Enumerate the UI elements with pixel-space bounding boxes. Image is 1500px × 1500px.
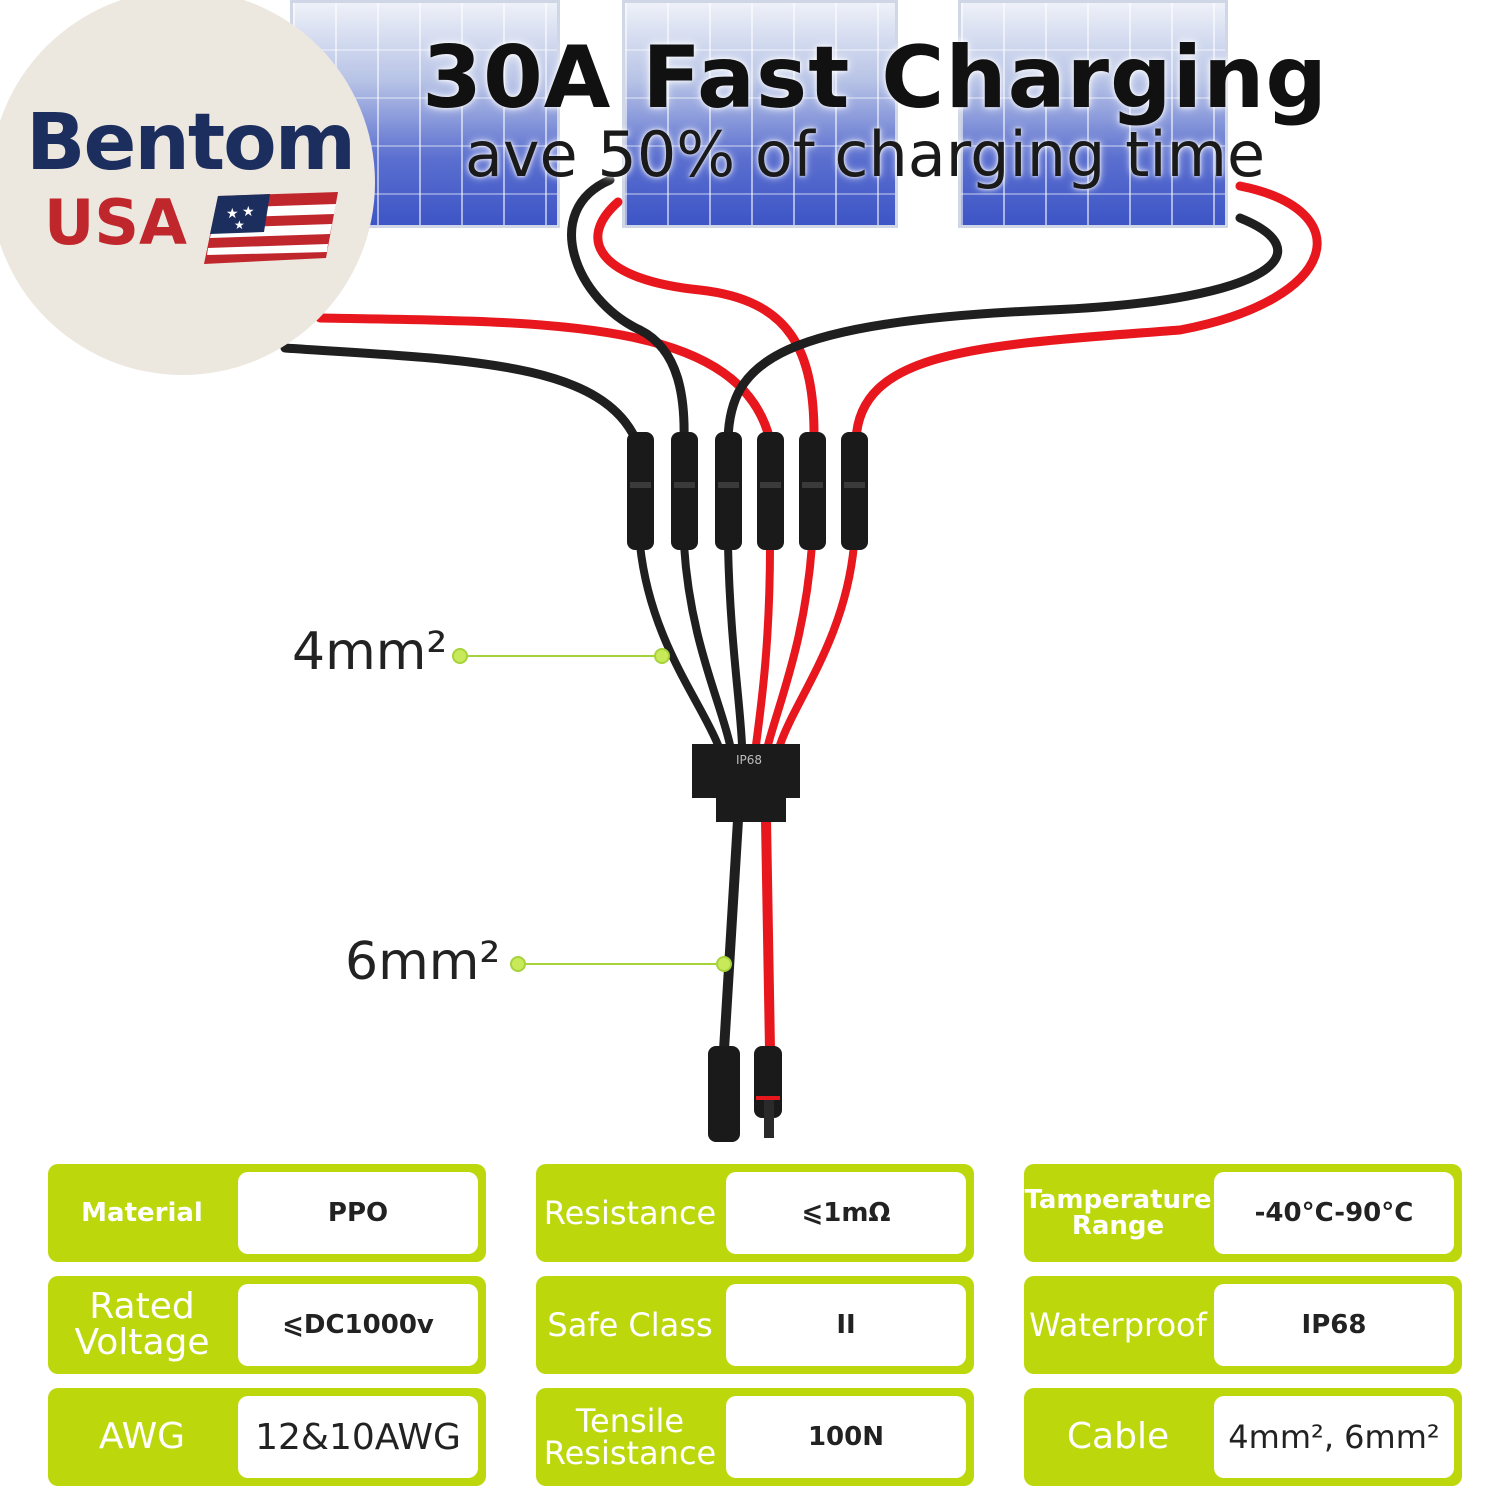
output-connector-negative	[708, 1046, 740, 1142]
svg-text:★: ★	[234, 218, 245, 232]
connector-1	[627, 432, 654, 550]
cable-black-1	[280, 343, 641, 445]
spec-waterproof: Waterproof IP68	[1024, 1276, 1462, 1374]
spec-tensile-resistance: Tensile Resistance 100N	[536, 1388, 974, 1486]
cable-black-low-3	[724, 541, 746, 749]
callout-4mm-dot-end	[654, 648, 670, 664]
connector-5	[799, 432, 826, 550]
spec-value: PPO	[238, 1172, 478, 1254]
connector-2	[671, 432, 698, 550]
y-branch-cable-diagram: IP68	[280, 175, 1322, 1142]
us-flag-icon: ★ ★ ★	[204, 192, 338, 264]
logo-badge	[0, 0, 375, 375]
callout-6mm-dot-end	[716, 956, 732, 972]
spec-resistance: Resistance ⩽1mΩ	[536, 1164, 974, 1262]
cable-black-3	[723, 213, 1283, 445]
solar-panel-right	[958, 0, 1228, 228]
svg-text:★: ★	[226, 206, 239, 222]
cable-red-2	[593, 197, 819, 445]
cable-red-3	[851, 181, 1322, 445]
spec-value: ⩽DC1000v	[238, 1284, 478, 1366]
spec-value: II	[726, 1284, 966, 1366]
svg-text:★: ★	[242, 204, 255, 220]
main-cable-black	[719, 815, 743, 1055]
junction-label: IP68	[736, 753, 762, 767]
connector-3	[715, 432, 742, 550]
spec-key: Waterproof	[1029, 1306, 1207, 1344]
cable-black-low-1	[636, 541, 722, 749]
connector-4	[757, 432, 784, 550]
spec-key: Rated Voltage	[74, 1286, 210, 1363]
spec-temperature-range: Tamperature Range -40°C-90°C	[1024, 1164, 1462, 1262]
spec-key: Tamperature Range	[1024, 1185, 1212, 1241]
spec-key: AWG	[98, 1416, 186, 1457]
spec-key: Resistance	[543, 1194, 717, 1232]
spec-rated-voltage: Rated Voltage ⩽DC1000v	[48, 1276, 486, 1374]
spec-value: 4mm², 6mm²	[1214, 1396, 1454, 1478]
cable-black-2	[567, 175, 689, 445]
spec-material: Material PPO	[48, 1164, 486, 1262]
cable-black-low-2	[680, 541, 734, 749]
headline: 30A Fast Charging	[422, 28, 1328, 128]
spec-value: IP68	[1214, 1284, 1454, 1366]
callout-4mm-dot-start	[452, 648, 468, 664]
solar-panel-center	[622, 0, 898, 228]
main-cable-red	[761, 815, 775, 1055]
spec-cable: Cable 4mm², 6mm²	[1024, 1388, 1462, 1486]
cable-red-1	[315, 313, 775, 445]
spec-key: Tensile Resistance	[543, 1402, 717, 1472]
spec-key: Cable	[1066, 1416, 1170, 1457]
main-cable-size-label: 6mm²	[345, 932, 501, 992]
connector-6	[841, 432, 868, 550]
spec-value: 12&10AWG	[238, 1396, 478, 1478]
cable-red-low-2	[764, 541, 816, 749]
branch-cable-size-label: 4mm²	[292, 622, 448, 682]
cable-red-low-1	[752, 541, 774, 749]
spec-value: -40°C-90°C	[1214, 1172, 1454, 1254]
spec-safe-class: Safe Class II	[536, 1276, 974, 1374]
spec-value: 100N	[726, 1396, 966, 1478]
logo-country: USA	[44, 186, 187, 259]
logo-brand: Bentom	[26, 98, 356, 188]
spec-key: Material	[81, 1198, 203, 1228]
cable-red-low-3	[776, 541, 858, 749]
spec-awg: AWG 12&10AWG	[48, 1388, 486, 1486]
spec-key: Safe Class	[547, 1306, 713, 1344]
spec-value: ⩽1mΩ	[726, 1172, 966, 1254]
callout-6mm-dot-start	[510, 956, 526, 972]
subheadline: ave 50% of charging time	[464, 118, 1266, 191]
junction-box	[692, 744, 800, 822]
